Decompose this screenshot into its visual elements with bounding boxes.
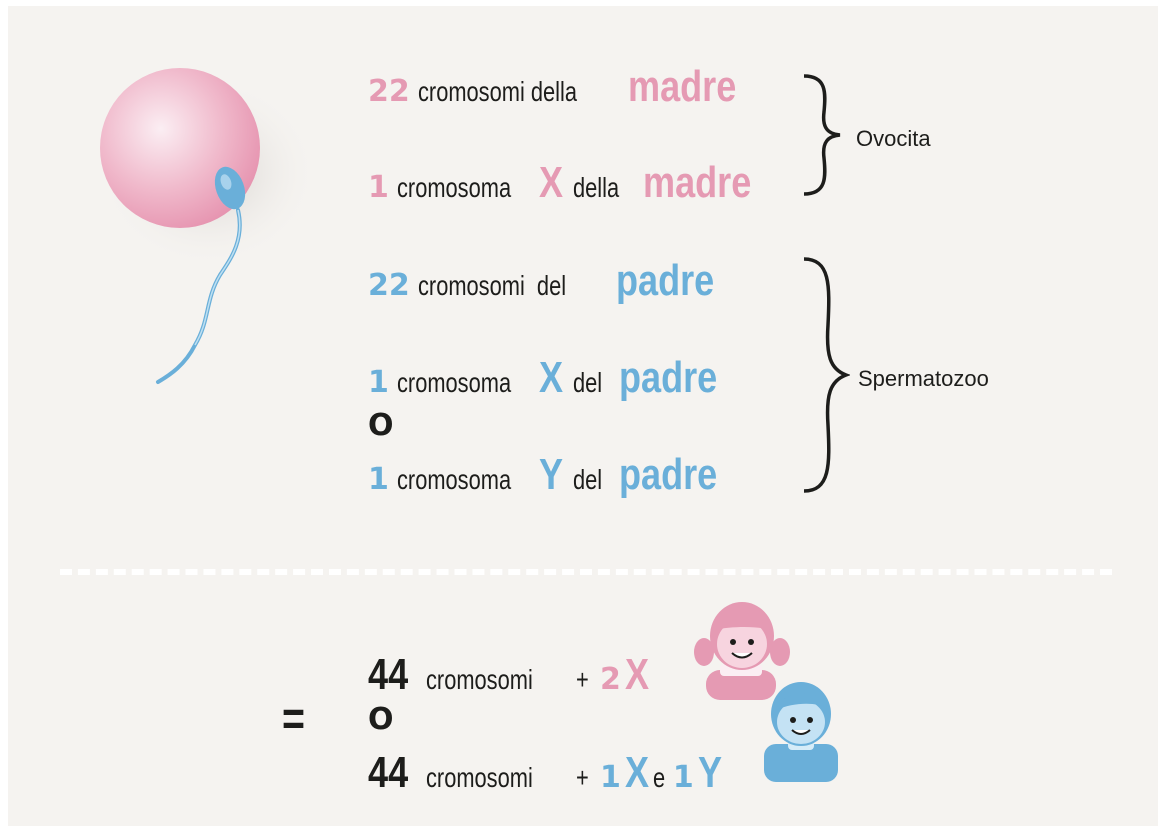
or-separator-1: O [368, 408, 394, 443]
row-mother-x: 1 cromosoma X della madre [368, 158, 775, 208]
male-y-count: 1 [672, 760, 694, 795]
male-x-chromosome: X [624, 748, 649, 797]
row-mother-autosomes: 22 cromosomi della madre [368, 62, 760, 112]
mother-x-count: 1 [368, 170, 389, 205]
male-x-count: 1 [600, 760, 621, 795]
spermatozoo-brace [803, 257, 850, 493]
father-x-parent: padre [618, 353, 718, 402]
spermatozoo-label: Spermatozoo [858, 366, 989, 391]
father-x-text: cromosoma [396, 367, 511, 398]
female-x-chromosome: X [624, 650, 649, 699]
father-autosome-text: cromosomi del [417, 270, 566, 301]
male-plus: + [576, 762, 589, 793]
mother-x-mid: della [572, 172, 620, 203]
ovocita-brace [803, 74, 841, 196]
female-autosome-text: cromosomi [426, 664, 533, 695]
female-plus: + [576, 664, 589, 695]
equals-sign: = [282, 693, 305, 746]
father-x-count: 1 [368, 365, 389, 400]
row-father-x: 1 cromosoma X del padre [368, 353, 739, 403]
mother-autosome-text: cromosomi della [417, 76, 577, 107]
male-autosome-count: 44 [368, 748, 409, 797]
male-autosome-text: cromosomi [426, 762, 533, 793]
sperm-icon [156, 166, 246, 384]
female-x-count: 2 [600, 662, 621, 697]
dashed-divider [60, 569, 1112, 575]
father-y-chromosome: Y [538, 450, 563, 499]
mother-autosome-count: 22 [368, 74, 410, 109]
father-y-count: 1 [368, 462, 389, 497]
father-y-mid: del [572, 464, 603, 495]
female-autosome-count: 44 [368, 650, 409, 699]
or-separator-2: O [368, 702, 394, 737]
father-label: padre [615, 256, 715, 305]
father-autosome-count: 22 [368, 268, 410, 303]
father-y-parent: padre [618, 450, 718, 499]
mother-label: madre [627, 62, 737, 111]
result-female: 44 cromosomi + 2 X [368, 650, 654, 700]
row-father-y: 1 cromosoma Y del padre [368, 450, 739, 500]
row-father-autosomes: 22 cromosomi del padre [368, 256, 736, 306]
male-and: e [652, 762, 666, 793]
mother-x-chromosome: X [538, 158, 563, 207]
father-x-mid: del [572, 367, 603, 398]
girl-face-icon [694, 602, 790, 700]
boy-face-icon [764, 682, 838, 782]
male-y-chromosome: Y [697, 748, 722, 797]
ovocita-label: Ovocita [856, 126, 931, 151]
father-y-text: cromosoma [396, 464, 511, 495]
mother-x-text: cromosoma [396, 172, 511, 203]
result-male: 44 cromosomi + 1 X e 1 Y [368, 748, 727, 798]
mother-x-parent: madre [642, 158, 752, 207]
father-x-chromosome: X [538, 353, 563, 402]
